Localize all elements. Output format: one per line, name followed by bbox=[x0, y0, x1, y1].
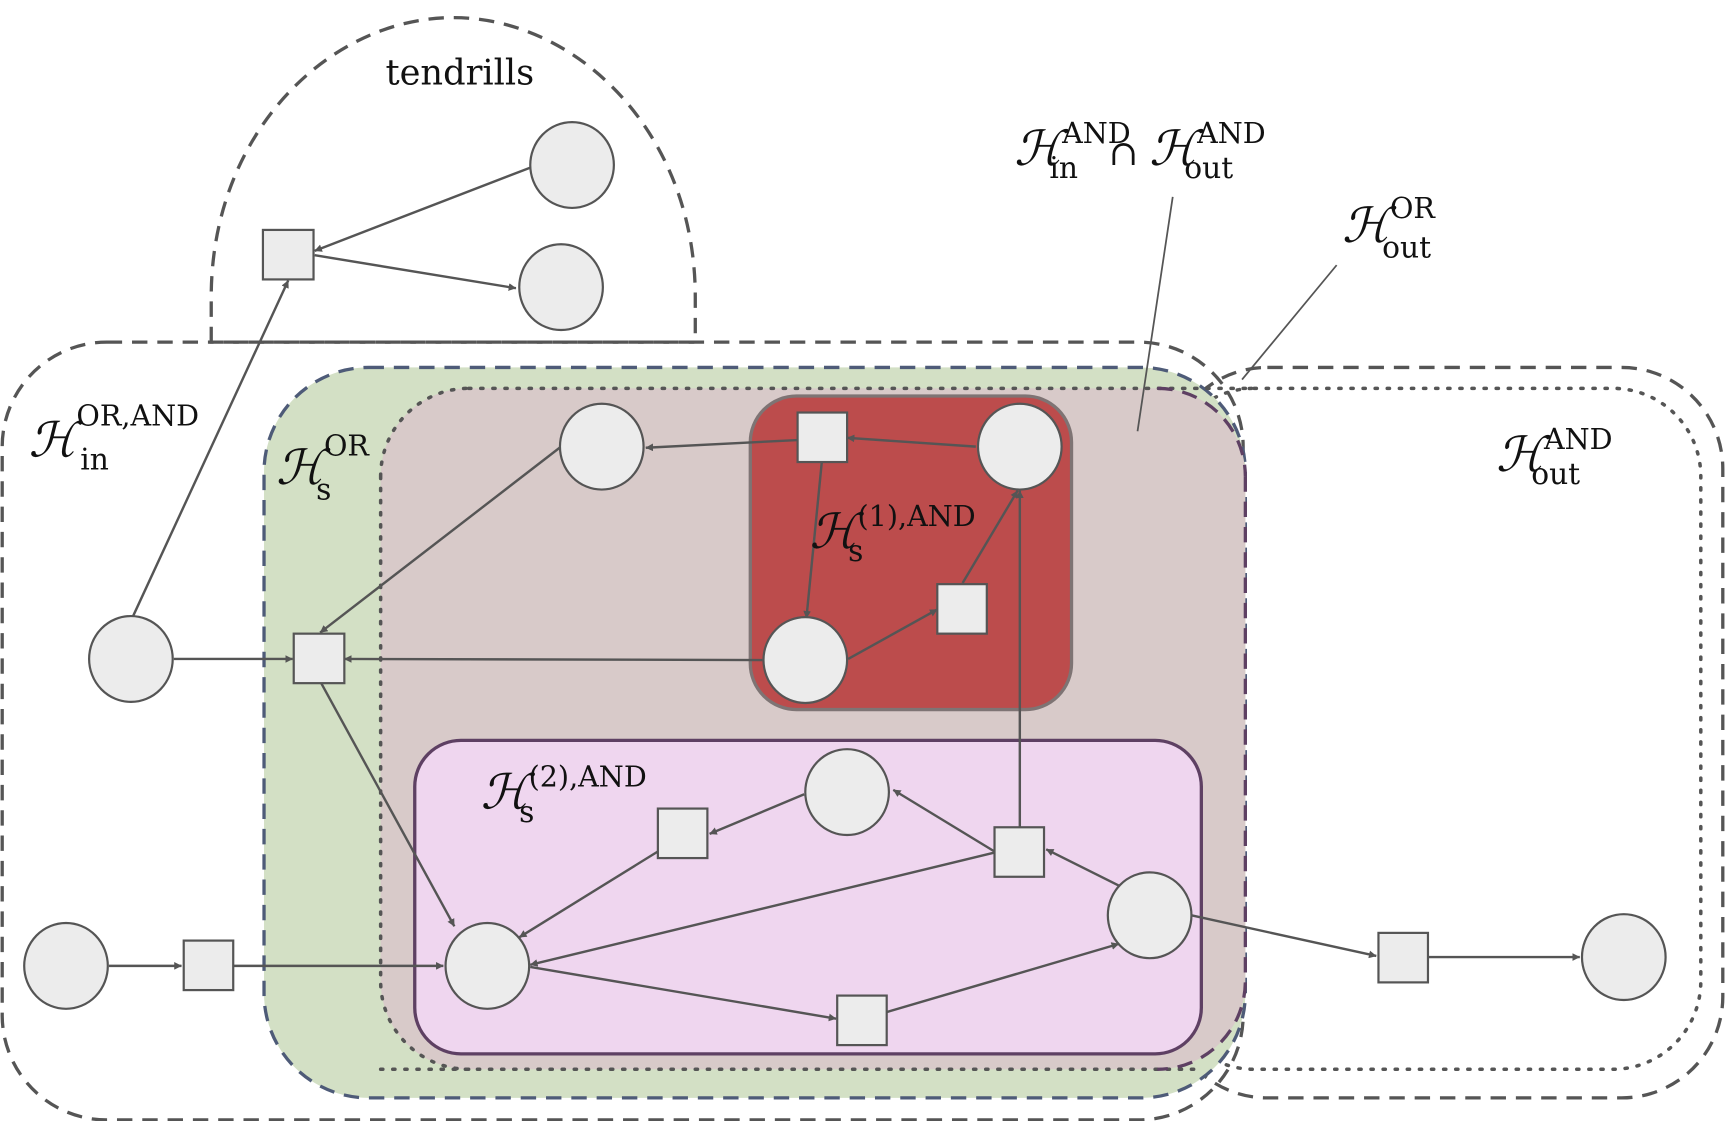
place-node[interactable] bbox=[23, 921, 109, 1010]
place-node[interactable] bbox=[1106, 871, 1193, 960]
place-node[interactable] bbox=[1580, 913, 1667, 1002]
arc bbox=[314, 166, 532, 252]
place-node[interactable] bbox=[762, 616, 849, 705]
arcs bbox=[108, 166, 1581, 1022]
place-node[interactable] bbox=[529, 121, 615, 210]
transition-node[interactable] bbox=[1377, 931, 1430, 984]
leader-line-intersection bbox=[1136, 196, 1174, 432]
arc bbox=[314, 254, 517, 291]
place-node[interactable] bbox=[518, 243, 604, 332]
arc bbox=[709, 793, 805, 835]
transition-node[interactable] bbox=[292, 632, 346, 685]
region-tendrils bbox=[209, 15, 697, 344]
arc bbox=[530, 965, 837, 1022]
arc bbox=[886, 942, 1120, 1014]
transition-node[interactable] bbox=[993, 826, 1046, 878]
places bbox=[23, 121, 1667, 1010]
place-node[interactable] bbox=[804, 748, 891, 837]
transition-node[interactable] bbox=[936, 583, 988, 635]
arc bbox=[319, 445, 562, 634]
transition-node[interactable] bbox=[182, 939, 235, 992]
arc bbox=[803, 461, 823, 619]
arc bbox=[343, 655, 763, 663]
place-node[interactable] bbox=[558, 402, 645, 491]
arc bbox=[961, 490, 1019, 584]
transition-node[interactable] bbox=[261, 228, 315, 281]
arc bbox=[1045, 848, 1122, 888]
arc bbox=[320, 682, 456, 927]
place-node[interactable] bbox=[444, 921, 531, 1010]
arc bbox=[518, 850, 659, 939]
arc bbox=[645, 438, 798, 452]
transition-node[interactable] bbox=[836, 994, 888, 1047]
label-tendrils: tendrills bbox=[385, 53, 534, 94]
arc bbox=[847, 608, 938, 661]
transition-node[interactable] bbox=[796, 411, 849, 464]
arc bbox=[132, 280, 290, 617]
arc bbox=[892, 788, 996, 853]
arc bbox=[1191, 914, 1377, 959]
leader-line-out-or bbox=[1241, 264, 1338, 381]
transition-node[interactable] bbox=[656, 807, 709, 860]
transitions bbox=[182, 228, 1430, 1047]
arc bbox=[529, 851, 995, 967]
place-node[interactable] bbox=[976, 402, 1063, 491]
place-node[interactable] bbox=[88, 614, 174, 703]
arc bbox=[846, 434, 976, 448]
